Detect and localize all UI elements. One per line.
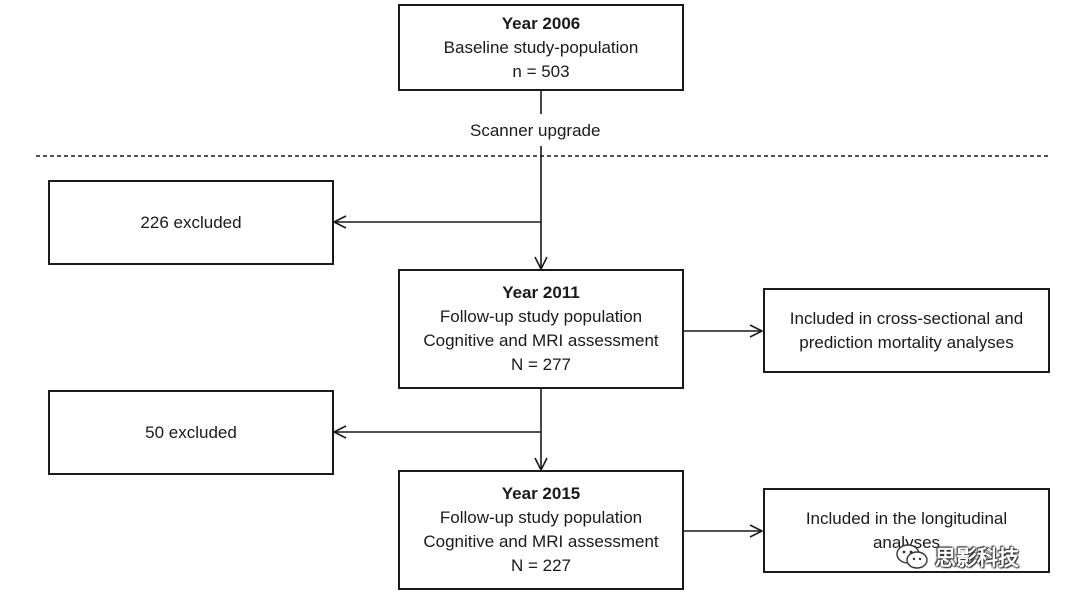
wechat-icon bbox=[896, 544, 928, 569]
cross-sectional-box: Included in cross-sectional and predicti… bbox=[763, 288, 1050, 373]
arrowhead-cross-sectional bbox=[749, 324, 764, 338]
cross-sectional-line2: prediction mortality analyses bbox=[799, 332, 1014, 352]
followup-2015-title: Year 2015 bbox=[501, 484, 581, 503]
excluded-50-box: 50 excluded bbox=[48, 390, 334, 475]
arrowhead-50-excluded bbox=[332, 425, 347, 439]
followup-2015-box: Year 2015 Follow-up study population Cog… bbox=[398, 470, 684, 590]
followup-2011-title: Year 2011 bbox=[502, 283, 580, 302]
excluded-226-text: 226 excluded bbox=[140, 212, 242, 232]
cross-sectional-line1: Included in cross-sectional and bbox=[789, 308, 1024, 328]
excluded-226-box: 226 excluded bbox=[48, 180, 334, 265]
followup-2015-assessment: Cognitive and MRI assessment bbox=[423, 532, 659, 551]
followup-2011-description: Follow-up study population bbox=[439, 307, 643, 326]
watermark-text: 思影科技 bbox=[935, 547, 1019, 570]
baseline-2006-box: Year 2006 Baseline study-population n = … bbox=[398, 4, 684, 91]
watermark: 思影科技 bbox=[895, 540, 1019, 574]
followup-2011-count: N = 277 bbox=[510, 355, 571, 374]
followup-2011-assessment: Cognitive and MRI assessment bbox=[423, 331, 659, 350]
followup-2015-count: N = 227 bbox=[510, 556, 571, 575]
longitudinal-line1: Included in the longitudinal bbox=[805, 508, 1008, 528]
followup-2011-box: Year 2011 Follow-up study population Cog… bbox=[398, 269, 684, 389]
baseline-count: n = 503 bbox=[512, 61, 570, 81]
excluded-50-text: 50 excluded bbox=[145, 422, 237, 442]
arrowhead-226-excluded bbox=[332, 215, 347, 229]
longitudinal-line2: analyses bbox=[872, 532, 941, 552]
arrowhead-longitudinal bbox=[749, 524, 764, 538]
baseline-description: Baseline study-population bbox=[443, 37, 639, 57]
scanner-upgrade-label: Scanner upgrade bbox=[470, 121, 601, 140]
followup-2015-description: Follow-up study population bbox=[439, 508, 643, 527]
baseline-title: Year 2006 bbox=[501, 13, 581, 33]
